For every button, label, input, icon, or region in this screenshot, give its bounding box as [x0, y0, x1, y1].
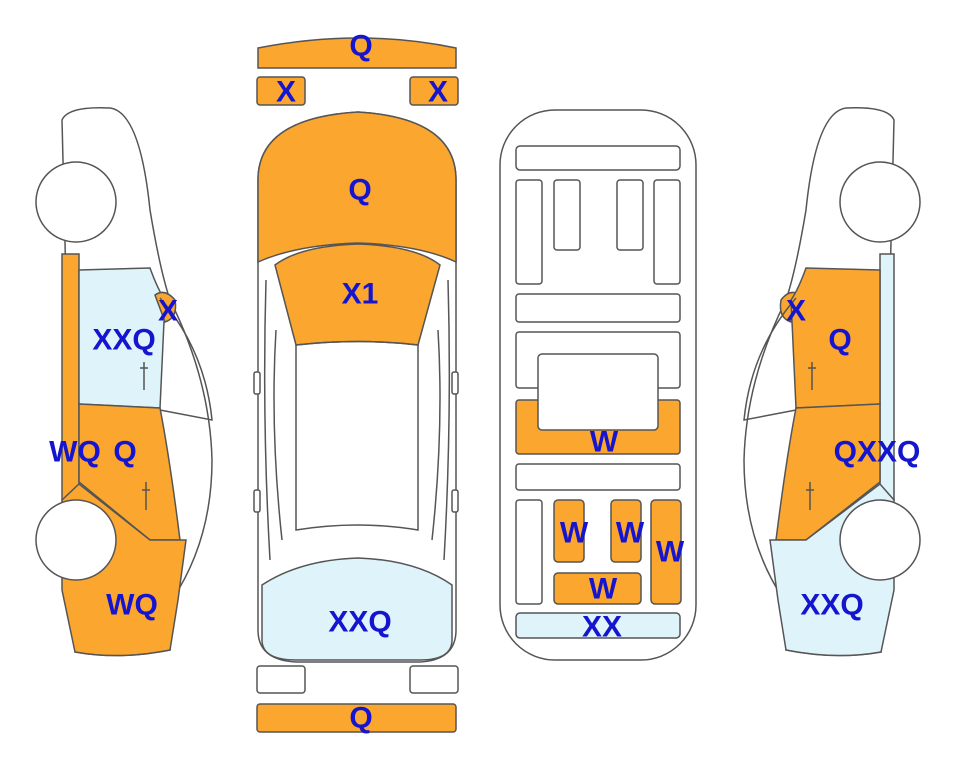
- floor-rail-rear-left: [515, 499, 543, 605]
- floor-rail-right: [653, 179, 681, 285]
- floor-slot-left: [553, 179, 581, 251]
- label-floor-left: W: [560, 517, 589, 550]
- taillight-left: [256, 665, 306, 694]
- right-handle-front: [808, 362, 816, 390]
- label-windshield: X1: [342, 278, 379, 311]
- label-front-bumper: Q: [349, 30, 372, 63]
- floor-front-bar: [515, 145, 681, 171]
- floor-slot-right: [616, 179, 644, 251]
- floor-center-panel[interactable]: [610, 499, 642, 563]
- label-left-mirror: X: [158, 295, 178, 328]
- floor-crossbar-1: [515, 293, 681, 323]
- right-rear-wheel: [839, 499, 921, 581]
- label-floor-mid: W: [590, 426, 619, 459]
- pillar-right: [431, 329, 441, 541]
- right-side-view: [743, 107, 921, 657]
- right-door-seam: [743, 297, 797, 421]
- floor-lower-panel[interactable]: [553, 572, 642, 605]
- label-floor-right: W: [656, 536, 685, 569]
- floor-view: [499, 109, 697, 661]
- label-left-front-window: XXQ: [92, 324, 155, 357]
- damage-labels: Q X X Q X1 XXQ Q W W W W W XX X XXQ WQ Q…: [49, 30, 920, 735]
- label-floor-rear: XX: [582, 611, 622, 644]
- left-rear-wheel: [35, 499, 117, 581]
- front-bumper-panel[interactable]: [257, 37, 457, 69]
- left-handle-rear: [142, 482, 150, 510]
- mirror-stub-right-b: [451, 489, 459, 513]
- label-headlight-left: X: [276, 76, 296, 109]
- pillar-left: [273, 329, 283, 541]
- roof-outline: [295, 340, 419, 531]
- label-rear-bumper: Q: [349, 702, 372, 735]
- left-side-view: [35, 107, 213, 657]
- label-right-front-door: Q: [828, 324, 851, 357]
- label-left-rear-quarter: WQ: [106, 589, 158, 622]
- left-mirror-panel[interactable]: [154, 291, 177, 323]
- right-handle-rear: [806, 482, 814, 510]
- label-floor-lower: W: [589, 573, 618, 606]
- taillight-right: [409, 665, 459, 694]
- label-right-mirror: X: [786, 295, 806, 328]
- door-line-right: [443, 279, 451, 561]
- hood-panel[interactable]: [257, 111, 457, 264]
- label-headlight-right: X: [428, 76, 448, 109]
- label-right-rear-door: QXXQ: [834, 436, 921, 469]
- door-line-left: [263, 279, 271, 561]
- right-front-wheel: [839, 161, 921, 243]
- label-left-front-door-outer: WQ: [49, 436, 101, 469]
- label-right-rear-quarter: XXQ: [800, 589, 863, 622]
- mirror-stub-left-a: [253, 371, 261, 395]
- headlight-right-panel[interactable]: [409, 76, 459, 106]
- left-front-wheel: [35, 161, 117, 243]
- label-rear-window: XXQ: [328, 606, 391, 639]
- mirror-stub-left-b: [253, 489, 261, 513]
- floor-rail-left: [515, 179, 543, 285]
- rear-bumper-panel[interactable]: [256, 703, 457, 733]
- mirror-stub-right-a: [451, 371, 459, 395]
- label-floor-center: W: [616, 517, 645, 550]
- floor-crossbar-3: [515, 463, 681, 491]
- floor-tank: [537, 353, 659, 431]
- top-view-car: [253, 111, 459, 663]
- right-front-door-panel[interactable]: [790, 267, 881, 409]
- left-door-seam: [159, 297, 213, 421]
- floor-rear-panel[interactable]: [515, 612, 681, 639]
- floor-left-panel[interactable]: [553, 499, 585, 563]
- label-left-front-door: Q: [113, 436, 136, 469]
- left-handle-front: [140, 362, 148, 390]
- label-hood: Q: [348, 174, 371, 207]
- floor-right-panel[interactable]: [650, 499, 682, 605]
- headlight-left-panel[interactable]: [256, 76, 306, 106]
- rear-window-panel[interactable]: [261, 557, 453, 661]
